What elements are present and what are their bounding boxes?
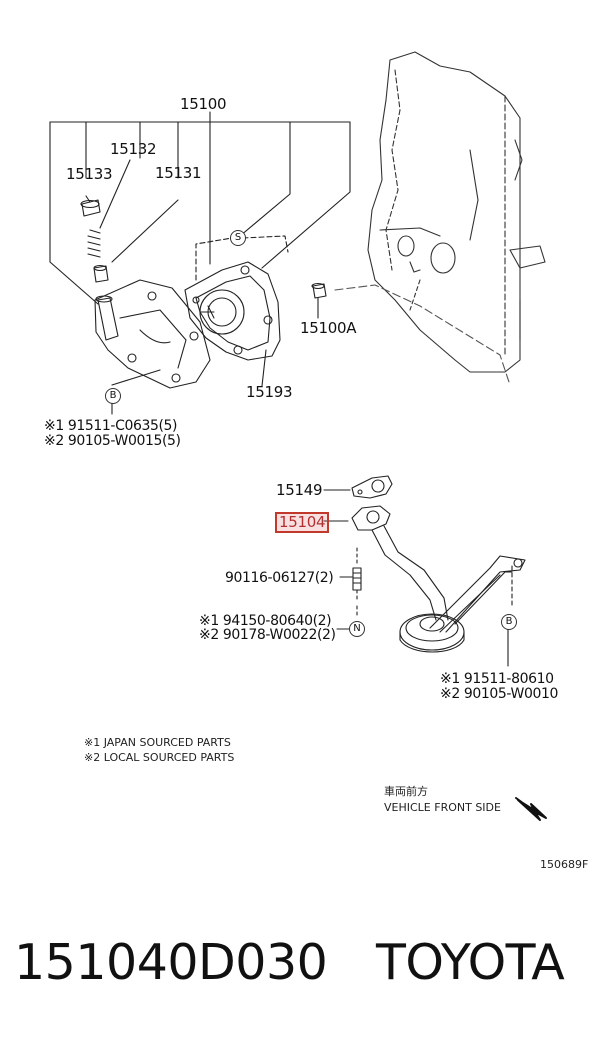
label-15104-highlighted[interactable]: 15104 [274, 512, 330, 533]
cap-15133 [80, 199, 101, 217]
strainer-15104 [351, 505, 526, 653]
label-15100a: 15100A [300, 319, 357, 337]
label-15149: 15149 [276, 481, 323, 499]
marker-n: N [349, 621, 365, 637]
vehicle-front-en: VEHICLE FRONT SIDE [384, 801, 501, 814]
spring-15132 [87, 229, 101, 258]
marker-b-upper: B [105, 388, 121, 404]
label-bolt-c1: ※1 91511-80610 [440, 671, 554, 687]
label-stud-bolt: 90116-06127(2) [225, 570, 334, 586]
label-bolt-b1: ※1 91511-C0635(5) [44, 418, 178, 434]
label-nut-1: ※1 94150-80640(2) [199, 613, 332, 629]
label-nut-2: ※2 90178-W0022(2) [199, 627, 336, 643]
label-15133: 15133 [66, 165, 113, 183]
stud-bolt [352, 547, 362, 619]
pump-body [94, 279, 211, 389]
brand-name: TOYOTA [376, 934, 565, 991]
note-local-sourced: ※2 LOCAL SOURCED PARTS [84, 751, 235, 764]
label-15100: 15100 [180, 95, 227, 113]
figure-code: 150689F [540, 858, 589, 871]
vehicle-front-jp: 車両前方 [384, 785, 428, 798]
front-arrow [515, 797, 547, 821]
pump-cover-15193 [184, 261, 281, 387]
label-15193: 15193 [246, 383, 293, 401]
label-15131: 15131 [155, 164, 202, 182]
label-bolt-b2: ※2 90105-W0015(5) [44, 433, 181, 449]
note-japan-sourced: ※1 JAPAN SOURCED PARTS [84, 736, 231, 749]
assy-leaders [49, 111, 351, 305]
part-number: 151040D030 [14, 934, 328, 991]
gasket-15149 [351, 475, 393, 499]
plunger-15131 [93, 264, 109, 283]
marker-s: S [230, 230, 246, 246]
pin-15100a [311, 282, 327, 319]
parts-diagram [49, 51, 547, 821]
label-bolt-c2: ※2 90105-W0010 [440, 686, 558, 702]
engine-block [334, 51, 546, 386]
label-15132: 15132 [110, 140, 157, 158]
marker-b-lower: B [501, 614, 517, 630]
